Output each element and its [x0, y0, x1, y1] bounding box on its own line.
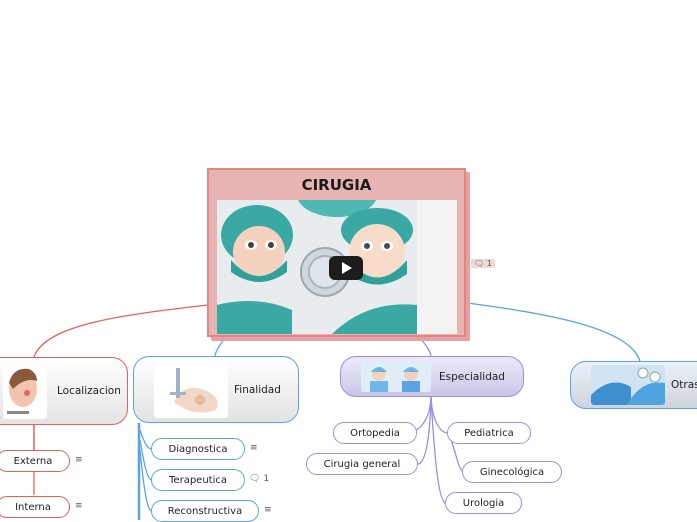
note-icon[interactable]: ≡: [75, 455, 83, 465]
subtopic-externa-label: Externa: [13, 455, 53, 467]
subtopic-ginecologica-label: Ginecológica: [479, 466, 545, 478]
subtopic-cirugia-general-label: Cirugia general: [323, 458, 401, 470]
topic-otras[interactable]: Otras: [570, 361, 697, 409]
surgeons-illustration: [217, 200, 457, 334]
subtopic-terapeutica[interactable]: Terapeutica: [151, 469, 245, 491]
subtopic-ginecologica[interactable]: Ginecológica: [462, 461, 562, 483]
connector-reconstructiva: [139, 449, 153, 512]
comment-badge[interactable]: 🗨 1: [249, 474, 269, 484]
play-button[interactable]: [329, 256, 363, 280]
subtopic-pediatrica[interactable]: Pediatrica: [447, 422, 531, 444]
connector-otras: [466, 302, 641, 362]
central-comment-badge[interactable]: 🗨 1: [471, 251, 495, 270]
subtopic-ortopedia-label: Ortopedia: [350, 427, 400, 439]
video-thumbnail[interactable]: [217, 200, 457, 334]
topic-especialidad-label: Especialidad: [439, 370, 505, 383]
connector-localizacion: [33, 304, 209, 358]
comment-icon: 🗨: [474, 259, 485, 268]
connector-cirugia-general: [417, 396, 432, 465]
note-icon[interactable]: ≡: [75, 501, 83, 511]
topic-finalidad[interactable]: Finalidad: [133, 356, 299, 423]
central-comment-count: 1: [486, 259, 492, 268]
subtopic-ortopedia[interactable]: Ortopedia: [333, 422, 417, 444]
central-topic-title: CIRUGIA: [301, 176, 372, 194]
topic-otras-label: Otras: [671, 379, 697, 391]
subtopic-reconstructiva-label: Reconstructiva: [167, 505, 243, 517]
connector-urologia: [430, 396, 447, 504]
note-icon[interactable]: ≡: [250, 443, 258, 453]
subtopic-diagnostica[interactable]: Diagnostica: [151, 438, 245, 460]
topic-localizacion[interactable]: Localizacion: [0, 357, 128, 425]
stomach-illustration: [154, 361, 228, 418]
subtopic-urologia[interactable]: Urologia: [445, 492, 522, 514]
subtopic-externa[interactable]: Externa: [0, 450, 70, 472]
topic-especialidad[interactable]: Especialidad: [340, 356, 524, 397]
face-image: [3, 363, 47, 419]
subtopic-cirugia-general[interactable]: Cirugia general: [306, 453, 418, 475]
note-icon[interactable]: ≡: [264, 505, 272, 515]
subtopic-diagnostica-label: Diagnostica: [168, 443, 228, 455]
terapeutica-comment-count: 1: [263, 474, 270, 484]
surgery-gloves-photo: [591, 365, 665, 405]
subtopic-interna[interactable]: Interna: [0, 496, 70, 518]
topic-localizacion-label: Localizacion: [57, 385, 121, 397]
subtopic-reconstructiva[interactable]: Reconstructiva: [151, 500, 259, 522]
subtopic-urologia-label: Urologia: [462, 497, 505, 509]
comment-icon: 🗨: [249, 474, 261, 484]
topic-finalidad-label: Finalidad: [234, 383, 281, 396]
subtopic-interna-label: Interna: [15, 501, 51, 513]
pediatric-photo: [361, 361, 431, 392]
subtopic-pediatrica-label: Pediatrica: [464, 427, 514, 439]
central-topic[interactable]: CIRUGIA: [207, 168, 466, 337]
subtopic-terapeutica-label: Terapeutica: [169, 474, 227, 486]
